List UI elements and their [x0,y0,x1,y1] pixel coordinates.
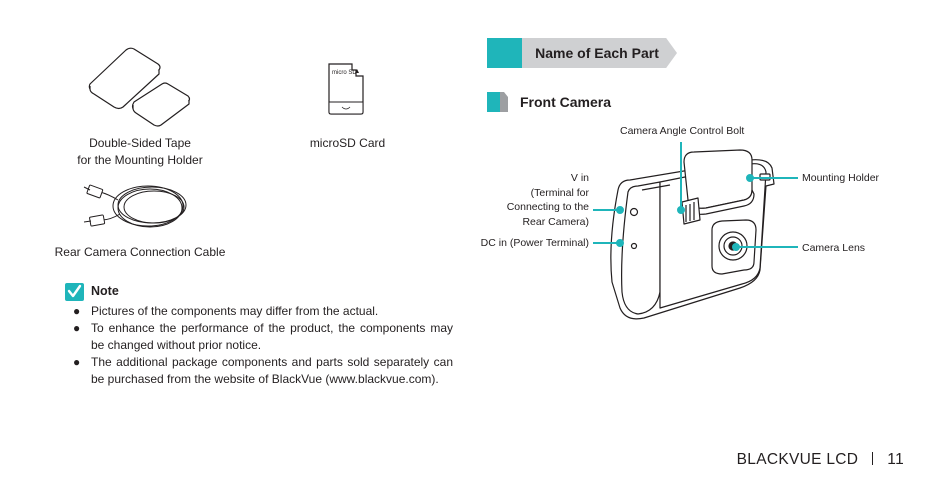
note-item: ●The additional package components and p… [73,355,453,386]
subsection-marker-icon [487,92,508,112]
microsd-card-label: micro SD [332,70,357,76]
microsd-card-icon: micro SD [328,63,364,115]
note-item: ●Pictures of the components may differ f… [73,304,379,318]
note-title: Note [91,284,119,298]
subsection-title: Front Camera [520,94,612,110]
dc-in-label: DC in (Power Terminal) [480,237,589,249]
page-number: 11 [887,451,904,468]
front-camera-illustration [610,149,775,320]
note-item: ●To enhance the performance of the produ… [73,321,453,352]
tape-caption-line1: Double-Sided Tape [89,136,191,150]
angle-bolt-label: Camera Angle Control Bolt [620,125,745,137]
callout-lines [593,142,798,251]
section-title: Name of Each Part [535,45,659,61]
camera-lens-label: Camera Lens [802,242,866,254]
rear-camera-cable-icon [83,184,187,228]
section-header: Name of Each Part [487,38,677,68]
note-list: ●Pictures of the components may differ f… [73,303,453,388]
footer-brand: BLACKVUE LCD [736,451,859,468]
microsd-caption: microSD Card [309,136,386,150]
check-icon [65,283,84,301]
footer-separator [872,452,874,465]
double-sided-tape-icon [88,47,191,127]
v-in-label: V in (Terminal for Connecting to the Rea… [506,172,589,228]
page-footer: BLACKVUE LCD 11 [737,451,904,469]
mounting-holder-label: Mounting Holder [802,172,880,184]
tape-caption-line2: for the Mounting Holder [77,153,203,167]
cable-caption: Rear Camera Connection Cable [54,245,226,259]
